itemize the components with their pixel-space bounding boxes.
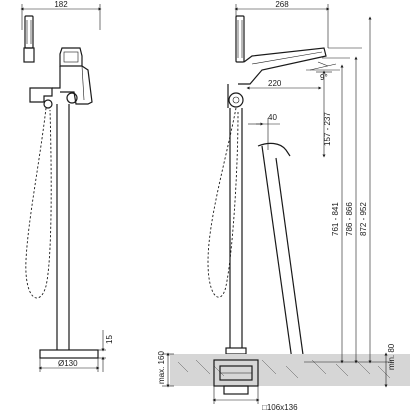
front-base-height-label: 15 bbox=[105, 335, 114, 344]
mixer-body bbox=[29, 47, 93, 109]
side-max-depth-label: max. 160 bbox=[157, 351, 166, 384]
front-view: 182 bbox=[20, 0, 114, 372]
side-hose-offset-label: 40 bbox=[268, 113, 277, 122]
bath-wall bbox=[257, 142, 331, 366]
side-spout bbox=[238, 47, 329, 85]
side-column bbox=[225, 84, 247, 355]
side-box-size-label: □106x136 bbox=[262, 403, 298, 412]
front-top-width-label: 182 bbox=[54, 0, 68, 9]
front-base-diameter-label: Ø130 bbox=[58, 359, 78, 368]
side-height-range-3-label: 872 - 952 bbox=[359, 202, 368, 236]
side-height-range-1-label: 761 - 841 bbox=[331, 202, 340, 236]
side-spout-reach-label: 220 bbox=[268, 79, 282, 88]
side-hand-shower bbox=[235, 15, 245, 63]
side-depth-label: 268 bbox=[275, 0, 289, 9]
front-base: 15 Ø130 bbox=[38, 330, 114, 372]
side-view: 268 9° 220 bbox=[157, 0, 410, 412]
front-column bbox=[56, 104, 70, 350]
side-height-range-2-label: 786 - 866 bbox=[345, 202, 354, 236]
side-outlet-range-label: 157 - 237 bbox=[323, 112, 332, 146]
side-hose bbox=[207, 107, 239, 298]
side-min-height-label: min. 80 bbox=[387, 343, 396, 370]
floor-section bbox=[170, 354, 410, 395]
hand-shower-head bbox=[23, 15, 35, 63]
front-hose bbox=[25, 107, 52, 299]
